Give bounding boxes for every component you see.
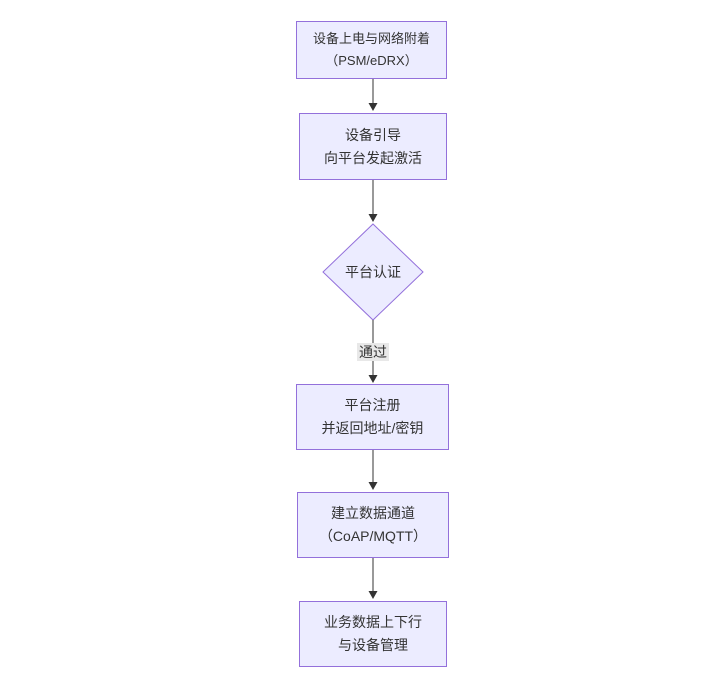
node-data-channel: 建立数据通道 （CoAP/MQTT） <box>297 492 449 558</box>
node-device-bootstrap: 设备引导 向平台发起激活 <box>299 113 447 180</box>
node-business-data-management: 业务数据上下行 与设备管理 <box>299 601 447 667</box>
node-power-network-attach: 设备上电与网络附着 （PSM/eDRX） <box>296 21 447 79</box>
node-label-line: 向平台发起激活 <box>324 149 422 166</box>
node-label-line: 建立数据通道 <box>331 505 415 521</box>
node-label-line: 平台注册 <box>344 397 401 413</box>
arrowhead-icon <box>368 214 378 222</box>
arrowhead-icon <box>368 103 378 111</box>
node-label-line: 设备上电与网络附着 <box>312 31 430 46</box>
node-label-line: （CoAP/MQTT） <box>318 528 428 544</box>
arrowhead-icon <box>368 591 378 599</box>
node-label-line: （PSM/eDRX） <box>325 53 418 68</box>
node-label-line: 与设备管理 <box>338 637 408 653</box>
node-label-line: 平台认证 <box>345 264 401 280</box>
node-label-line: 设备引导 <box>345 126 401 143</box>
node-label-line: 业务数据上下行 <box>324 614 422 630</box>
node-platform-register: 平台注册 并返回地址/密钥 <box>296 384 449 450</box>
node-label-line: 并返回地址/密钥 <box>321 420 424 436</box>
edge-label-pass: 通过 <box>357 343 389 361</box>
decision-platform-auth: 平台认证 <box>323 224 423 320</box>
arrowhead-icon <box>368 482 378 490</box>
arrowhead-icon <box>368 375 378 383</box>
